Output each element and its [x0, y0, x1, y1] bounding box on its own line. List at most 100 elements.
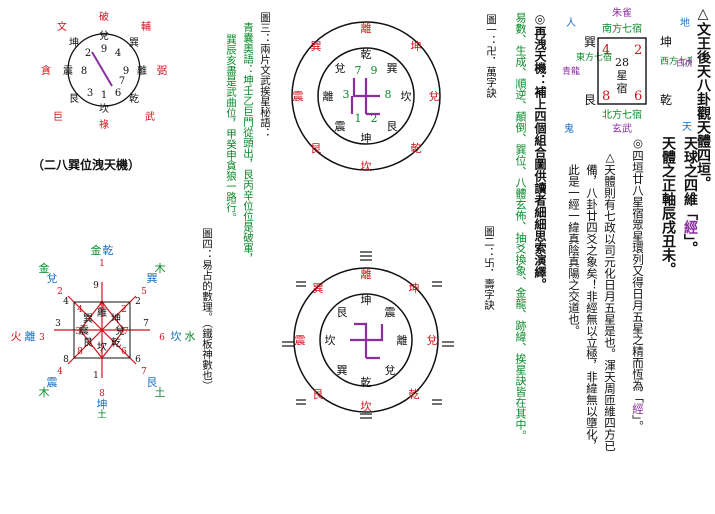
- l1-post: 」。: [682, 234, 698, 255]
- fig1-inner-top: 乾: [361, 48, 372, 61]
- sky-south: 北方七宿: [602, 108, 642, 121]
- sb-n3: 3: [87, 88, 93, 99]
- fig4-top: 金: [91, 243, 102, 257]
- sky-ren: 人: [566, 17, 576, 29]
- fig2-inner-tr: 震: [385, 306, 396, 319]
- sb-tl: 坤: [69, 36, 79, 49]
- l3-post: 」。: [631, 414, 645, 432]
- fig4-tl3: 2: [57, 287, 63, 297]
- fig4-right: 坎: [171, 330, 182, 343]
- fig1-inner-circle: [317, 47, 415, 145]
- fig4-bl: 木: [39, 386, 50, 399]
- sb-bl: 艮: [69, 93, 79, 105]
- fig4-bl2: 震: [47, 376, 58, 389]
- sb-right: 離: [137, 64, 147, 77]
- fig2-inner-circle: [319, 293, 413, 387]
- small-bagua-circle: [67, 33, 141, 107]
- l1-highlight: 經: [682, 220, 698, 234]
- sb-n9b: 9: [123, 66, 129, 77]
- fig4-i-top: 9: [93, 281, 99, 291]
- sb-o-tr: 輔: [141, 20, 151, 33]
- fig4-c-bl-n: 8: [77, 347, 83, 357]
- fig4-center-square: [73, 301, 131, 359]
- fig4-left3: 3: [39, 333, 45, 343]
- sky-n6: 6: [634, 89, 642, 104]
- sb-n6: 6: [115, 88, 121, 99]
- fig4-i-right: 7: [143, 319, 149, 329]
- fig2-inner-left: 坎: [325, 334, 336, 347]
- sb-o-left: 貪: [41, 64, 51, 77]
- section-heading: ◎再洩天機：補上四個組合圖供讀者細細思索演繹。: [533, 12, 547, 290]
- fig4-tr: 木: [155, 262, 166, 275]
- fig4-bottom: 坤: [97, 397, 108, 411]
- fig2-outer-br: 乾: [409, 388, 420, 401]
- sky-center3: 宿: [617, 81, 628, 95]
- fig4-bl3: 4: [57, 367, 63, 377]
- sky-west2: 白虎: [676, 57, 692, 69]
- fig4-tr3: 5: [141, 287, 147, 297]
- fig1-n7: 7: [355, 64, 362, 77]
- fig4-c-right-n: 7: [123, 327, 129, 337]
- sky-center2: 星: [617, 69, 628, 82]
- sky-xun: 巽: [584, 35, 596, 49]
- fig4-br: 土: [155, 386, 166, 399]
- fig4-left: 火: [11, 330, 22, 343]
- fig4-c-right: 兌: [115, 325, 125, 337]
- sb-o-tl: 文: [57, 20, 67, 33]
- fig1-outer-bl: 艮: [311, 142, 322, 155]
- fig2-outer-top: 離: [361, 267, 372, 281]
- fig1-n9: 9: [371, 64, 378, 77]
- sky-qian: 乾: [660, 93, 672, 107]
- fig4-c-bl: 艮: [83, 337, 93, 349]
- fig2-outer-bottom: 坎: [361, 400, 372, 413]
- line-seven-governors: △天體則有七政以司元化日月五星是也。渾天周匝維四方已: [603, 150, 617, 452]
- fig4-i-tr: 2: [135, 297, 141, 307]
- fig4-right3: 6: [159, 333, 165, 343]
- sky-gui: 鬼: [564, 122, 574, 135]
- sb-top: 兌: [99, 30, 109, 42]
- sb-n1: 1: [101, 90, 107, 101]
- fig4-c-bottom-n: 1: [99, 351, 105, 361]
- fig4-c-br-n: 6: [121, 347, 127, 357]
- small-bagua: 兌 坤 巽 震 離 艮 乾 坎 9 2 4 8 9 3 1 6 7 破 文 輔 …: [41, 10, 167, 130]
- fig1-inner-br: 艮: [387, 120, 398, 133]
- section-topics: 易數、生成、順逆、顛倒、巽位、八體玄佈、抽爻換象、金龍、跡緯、挨星訣皆在其中。: [514, 12, 527, 441]
- small-bagua-diagonal: [91, 51, 113, 87]
- sky-n8: 8: [602, 89, 610, 104]
- sky-n2: 2: [634, 43, 642, 58]
- fig2-swastika-icon: [350, 322, 384, 360]
- fig2-inner-right: 離: [397, 333, 408, 347]
- fig4-c-left-n: 3: [75, 327, 81, 337]
- fig4-left2: 離: [25, 329, 36, 343]
- fig4-top2: 乾: [103, 244, 114, 257]
- fig4-tl: 金: [39, 261, 50, 275]
- fig4-bottom2: 土: [97, 408, 107, 418]
- sky-tian: 天: [682, 122, 692, 133]
- fig4-tr2: 巽: [147, 272, 158, 285]
- fig3-caption: 圖三：兩片文武挨星秘語：: [259, 12, 271, 138]
- fig1-swastika-icon: [350, 78, 380, 116]
- fig1-caption: 圖一：卍．萬字訣: [485, 14, 497, 98]
- fig4-i-bottom: 1: [93, 371, 99, 381]
- l1-pre: 天球之四維「: [682, 136, 698, 220]
- fig2-outer-tl: 巽: [313, 282, 324, 295]
- sky-north: 朱雀: [612, 7, 632, 19]
- sky-north2: 南方七宿: [602, 22, 642, 35]
- line-four-dimensions: 天球之四維「經」。: [680, 136, 700, 255]
- sb-n9: 9: [101, 44, 107, 55]
- sb-left: 震: [63, 65, 73, 77]
- sky-east2: 青龍: [562, 65, 580, 77]
- fig4-br2: 艮: [147, 376, 158, 389]
- fig2-diagram: 離 坎 震 兌 巽 坤 艮 乾 坤 乾 坎 離 艮 震 巽 兌: [282, 251, 454, 419]
- fig1-inner-tr: 巽: [387, 62, 398, 75]
- fig4-c-br: 乾: [111, 336, 121, 349]
- sb-bottom: 坎: [99, 102, 109, 115]
- sb-n4: 4: [115, 48, 121, 59]
- fig1-outer-top: 離: [361, 21, 372, 35]
- fig4-i-left: 3: [55, 319, 61, 329]
- fig4-i-br: 6: [135, 355, 141, 365]
- fig2-outer-bl: 艮: [313, 388, 324, 401]
- small-bagua-caption: （二八巽位洩天機）: [32, 158, 141, 172]
- fig4-c-tr: 坤: [111, 312, 121, 325]
- sb-br: 乾: [129, 92, 139, 105]
